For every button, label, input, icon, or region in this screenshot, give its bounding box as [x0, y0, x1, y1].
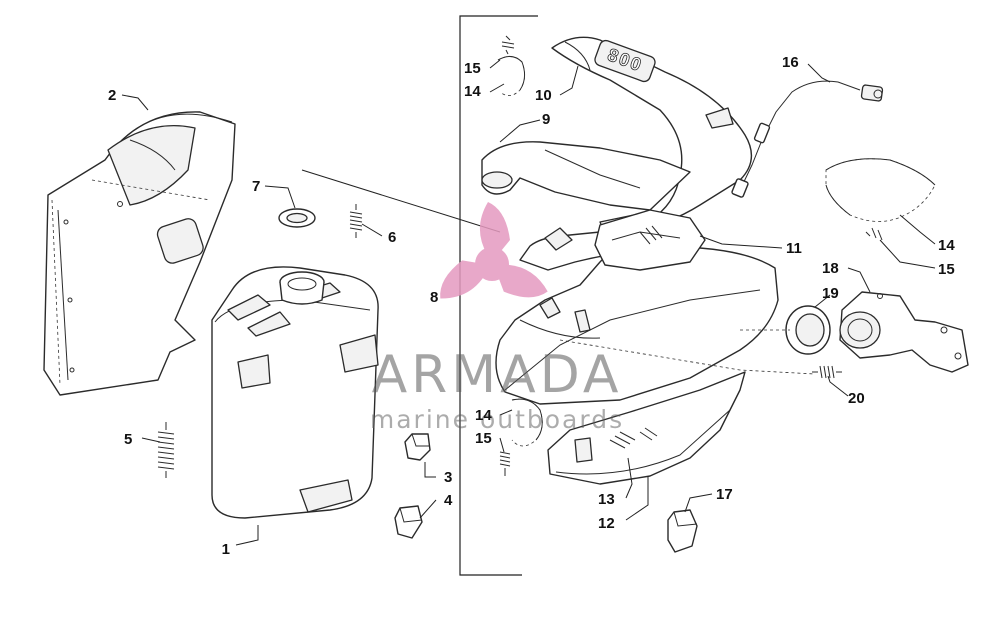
watermark-subtitle: marine outboards — [370, 405, 624, 434]
callout-3: 3 — [444, 469, 452, 486]
pipe-heat-shield — [594, 209, 706, 271]
clip-17 — [667, 509, 698, 553]
callout-8: 8 — [430, 289, 438, 306]
watermark-title: ARMADA — [372, 345, 623, 405]
callout-14b: 14 — [938, 237, 955, 254]
callout-10: 10 — [535, 87, 552, 104]
callout-14c: 14 — [475, 407, 492, 424]
callout-17: 17 — [716, 486, 733, 503]
callout-12: 12 — [598, 515, 615, 532]
temperature-sensor — [731, 80, 884, 198]
callout-6: 6 — [388, 229, 396, 246]
muffler-can — [211, 266, 379, 519]
callout-13: 13 — [598, 491, 615, 508]
callout-4: 4 — [444, 492, 453, 509]
callout-2: 2 — [108, 87, 116, 104]
lower-heat-shield — [547, 371, 746, 485]
callout-19: 19 — [822, 285, 839, 302]
callout-9: 9 — [542, 111, 550, 128]
callout-labels: 1 2 3 4 5 6 7 8 9 10 11 12 13 14 15 14 1… — [108, 54, 955, 558]
exhaust-manifold — [839, 291, 969, 373]
callout-5: 5 — [124, 431, 132, 448]
small-spring — [349, 204, 363, 238]
clip-3 — [404, 433, 431, 461]
large-spring — [157, 422, 175, 478]
leader-lines — [121, 59, 936, 546]
spring-20 — [812, 365, 842, 379]
callout-7: 7 — [252, 178, 260, 195]
band-clamp-middle — [499, 398, 543, 476]
callout-20: 20 — [848, 390, 865, 407]
guide-lines — [559, 329, 816, 375]
callout-15a: 15 — [464, 60, 481, 77]
callout-11: 11 — [786, 240, 802, 257]
heat-shield-cover — [43, 111, 236, 396]
propeller-logo-icon — [429, 202, 552, 311]
inlet-pipe — [481, 141, 691, 211]
callout-16: 16 — [782, 54, 799, 71]
callout-15c: 15 — [475, 430, 492, 447]
gasket-ring — [785, 305, 831, 355]
watermark: ARMADA marine outboards — [370, 202, 624, 434]
band-clamp-right — [825, 158, 936, 241]
clip-4 — [394, 505, 423, 539]
callout-1: 1 — [222, 541, 230, 558]
callout-14a: 14 — [464, 83, 481, 100]
band-clamp-top — [497, 35, 526, 96]
callout-15b: 15 — [938, 261, 955, 278]
grommet — [278, 208, 316, 228]
callout-18: 18 — [822, 260, 839, 277]
